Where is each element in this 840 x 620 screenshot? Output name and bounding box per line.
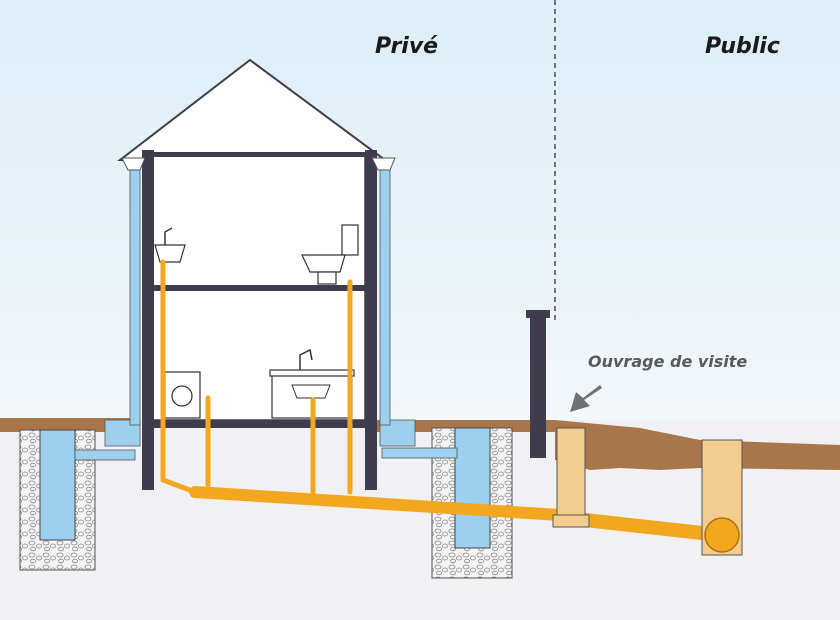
- house-attic-floor: [150, 152, 365, 157]
- rainwater-connection-left: [74, 449, 136, 461]
- house-ground-floor-slab: [150, 420, 375, 428]
- washing-machine: [164, 371, 201, 419]
- toilet: [301, 224, 359, 285]
- rainwater-connection-right: [381, 447, 458, 459]
- kitchen-sink: [269, 348, 355, 419]
- inspection-chamber-label: Ouvrage de visite: [588, 352, 748, 371]
- ventilation-pipe: [530, 315, 546, 458]
- public-zone-label: Public: [705, 34, 780, 59]
- gutter-right: [371, 157, 396, 171]
- inspection-chamber-base: [552, 514, 590, 528]
- public-sewer-pipe: [704, 517, 740, 553]
- soil-strip-public: [555, 420, 840, 470]
- gutter-left: [121, 157, 146, 171]
- house-wall-right: [365, 150, 377, 490]
- ventilation-pipe-cap: [526, 310, 550, 318]
- private-zone-label: Privé: [375, 34, 439, 59]
- house-wall-left: [142, 150, 154, 490]
- downpipe-right: [379, 159, 391, 426]
- inspection-chamber: [556, 427, 586, 524]
- infiltration-well-right-water: [454, 427, 491, 549]
- sink-upper: [154, 227, 186, 263]
- callout-arrow-icon: [570, 385, 602, 412]
- downpipe-left: [129, 159, 141, 426]
- infiltration-well-left-water: [39, 429, 76, 541]
- house-upper-floor: [152, 285, 365, 291]
